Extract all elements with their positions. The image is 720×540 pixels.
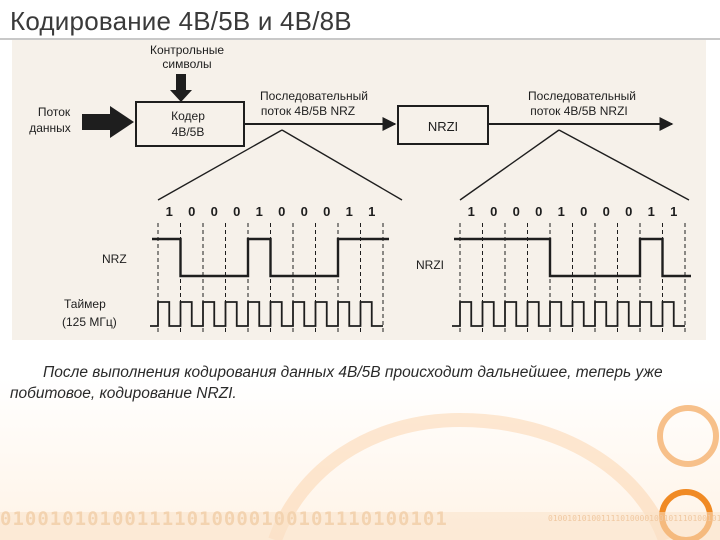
input-stream-arrow (82, 106, 134, 138)
nrz-waveform (152, 237, 389, 278)
control-symbols-label-2: символы (162, 57, 211, 71)
nrzi-bit-label: 0 (603, 204, 610, 219)
nrzi-bit-label: 1 (558, 204, 565, 219)
encoding-figure: Контрольные символы Поток данных Кодер 4… (12, 40, 706, 340)
nrzi-bit-label: 1 (648, 204, 655, 219)
title-divider (0, 38, 720, 40)
nrz-stream-label-2: поток 4В/5В NRZ (261, 104, 355, 118)
decor-ring-top (657, 405, 719, 467)
coder-box (135, 101, 245, 147)
nrzi-waveform (454, 237, 691, 278)
nrzi-bit-label: 0 (490, 204, 497, 219)
input-stream-label-1: Поток (38, 105, 71, 119)
binary-decoration-large: 010010101001111010000100101110100101 (0, 508, 448, 530)
nrz-bit-label: 1 (166, 204, 173, 219)
waveforms (150, 237, 691, 327)
nrz-bit-label: 0 (211, 204, 218, 219)
nrzi-stream-label-1: Последовательный (528, 89, 636, 103)
control-symbols-label-1: Контрольные (150, 43, 224, 57)
nrz-expand-left (157, 129, 283, 201)
nrz-clock-waveform (150, 301, 383, 327)
nrzi-signal-label: NRZI (416, 258, 444, 272)
nrzi-box (397, 105, 489, 145)
input-stream-label-2: данных (29, 121, 71, 135)
nrz-bit-label: 0 (323, 204, 330, 219)
nrz-bit-label: 0 (188, 204, 195, 219)
nrz-signal-label: NRZ (102, 252, 127, 266)
nrzi-bit-label: 0 (513, 204, 520, 219)
coder-box-label-2: 4В/5В (172, 125, 205, 139)
nrz-expand-right (281, 129, 403, 201)
nrz-bit-label: 0 (278, 204, 285, 219)
nrzi-bit-label: 1 (468, 204, 475, 219)
slide-title: Кодирование 4В/5В и 4В/8В (10, 6, 352, 36)
nrz-bit-label: 1 (368, 204, 375, 219)
encoding-diagram: Контрольные символы Поток данных Кодер 4… (29, 43, 691, 332)
nrzi-expand-right (558, 129, 690, 201)
nrzi-expand-left (459, 129, 560, 201)
nrzi-bit-label: 0 (625, 204, 632, 219)
nrzi-stream-label-2: поток 4В/5В NRZI (530, 104, 628, 118)
nrzi-clock-waveform (452, 301, 685, 327)
coder-box-label-1: Кодер (171, 109, 205, 123)
control-symbols-arrow (170, 74, 192, 102)
binary-decoration-small: 0100101010011110100001001011101001010 (548, 514, 720, 523)
nrz-stream-label-1: Последовательный (260, 89, 368, 103)
nrzi-box-label: NRZI (428, 119, 458, 134)
nrzi-bit-label: 0 (535, 204, 542, 219)
caption-text: После выполнения кодирования данных 4В/5… (10, 364, 663, 402)
nrzi-bit-label: 1 (670, 204, 677, 219)
nrz-bit-label: 1 (346, 204, 353, 219)
nrzi-bit-label: 0 (580, 204, 587, 219)
timer-label-2: (125 МГц) (62, 315, 117, 329)
nrz-bit-label: 1 (256, 204, 263, 219)
caption: После выполнения кодирования данных 4В/5… (10, 362, 710, 404)
nrz-bit-label: 0 (301, 204, 308, 219)
nrz-bit-label: 0 (233, 204, 240, 219)
timer-label-1: Таймер (64, 297, 106, 311)
